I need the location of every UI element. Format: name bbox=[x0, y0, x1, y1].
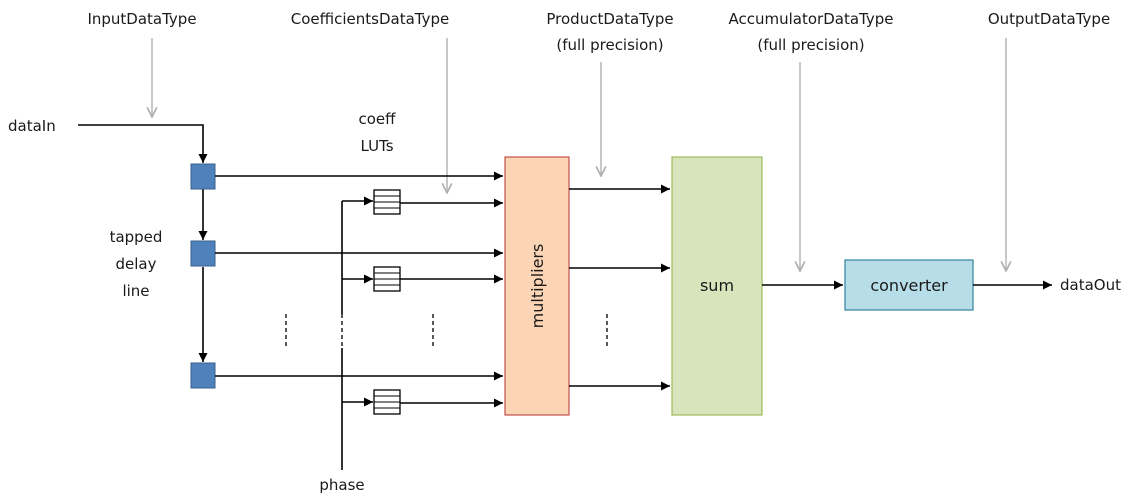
input-data-type-label: InputDataType bbox=[87, 10, 196, 28]
delay-register bbox=[190, 163, 216, 190]
coeff-label: coeff bbox=[359, 110, 397, 128]
accumulator-precision-label: (full precision) bbox=[757, 36, 864, 54]
luts-label: LUTs bbox=[360, 137, 393, 155]
tapped-delay-line bbox=[78, 124, 287, 362]
delay-register bbox=[190, 362, 216, 389]
converter-block bbox=[844, 259, 974, 311]
delay-register bbox=[190, 240, 216, 267]
product-data-type-label: ProductDataType bbox=[546, 10, 673, 28]
tapped-label: tapped bbox=[110, 228, 163, 246]
output-data-type-label: OutputDataType bbox=[988, 10, 1110, 28]
converter-label: converter bbox=[870, 276, 948, 295]
tap-wires bbox=[215, 171, 503, 381]
data-out-label: dataOut bbox=[1060, 276, 1121, 294]
data-in-wire bbox=[78, 124, 208, 163]
sum-label: sum bbox=[700, 276, 734, 295]
delay-label: delay bbox=[116, 255, 157, 273]
accumulator-data-type-label: AccumulatorDataType bbox=[729, 10, 894, 28]
data-in-label: dataIn bbox=[8, 117, 56, 135]
coefficients-data-type-label: CoefficientsDataType bbox=[291, 10, 450, 28]
multipliers-block bbox=[504, 156, 570, 416]
sum-block bbox=[671, 156, 763, 416]
multipliers-label: multipliers bbox=[528, 244, 547, 329]
coeff-lut bbox=[373, 389, 401, 415]
coeff-lut bbox=[373, 189, 401, 215]
product-wires bbox=[569, 184, 670, 391]
annotation-arrows bbox=[152, 38, 1006, 271]
phase-label: phase bbox=[319, 476, 364, 494]
product-precision-label: (full precision) bbox=[556, 36, 663, 54]
coeff-wires bbox=[400, 198, 503, 408]
coeff-lut bbox=[373, 266, 401, 292]
line-label: line bbox=[122, 282, 149, 300]
phase-distribution bbox=[341, 196, 373, 470]
